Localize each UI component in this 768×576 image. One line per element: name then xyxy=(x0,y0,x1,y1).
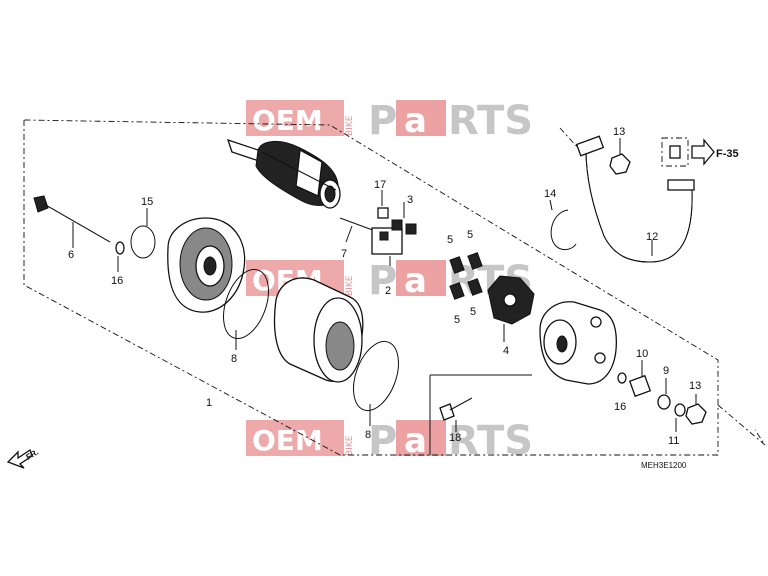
callout-5-b: 5 xyxy=(467,229,473,241)
callout-3: 3 xyxy=(407,194,413,206)
diagram-code: MEH3E1200 xyxy=(641,461,687,470)
brush-springs xyxy=(449,252,483,300)
yoke-housing xyxy=(273,277,364,383)
callout-5-c: 5 xyxy=(470,306,476,318)
callout-18: 18 xyxy=(449,432,461,444)
watermark-bottom: OEM BIKE P a RTS xyxy=(246,418,533,464)
nut-13-lower xyxy=(685,394,707,425)
front-cover xyxy=(167,217,246,313)
starter-cable-12 xyxy=(575,135,695,263)
washer-16-left xyxy=(115,241,125,255)
callout-12: 12 xyxy=(646,231,658,243)
washer-9 xyxy=(657,378,671,410)
watermark-bike: BIKE xyxy=(345,435,355,456)
front-direction-arrow xyxy=(6,448,33,469)
callout-16-a: 16 xyxy=(111,275,123,287)
watermark-bike: BIKE xyxy=(345,275,355,296)
callout-16-b: 16 xyxy=(614,401,626,413)
callout-13-a: 13 xyxy=(613,126,625,138)
watermark-p: P xyxy=(368,258,397,304)
reference-label-f35: F-35 xyxy=(716,148,739,160)
armature xyxy=(226,138,341,209)
terminal-insulator-10 xyxy=(628,360,652,398)
washer-11 xyxy=(674,403,686,432)
watermark-a: a xyxy=(404,101,427,141)
callout-8-a: 8 xyxy=(231,353,237,365)
watermark-oem: OEM xyxy=(252,104,323,137)
o-ring-8-right xyxy=(353,340,399,412)
callout-5-d: 5 xyxy=(454,314,460,326)
watermark-oem: OEM xyxy=(252,424,323,457)
watermark-p: P xyxy=(368,418,397,464)
bolt-box-ref xyxy=(661,137,689,167)
callout-4: 4 xyxy=(503,345,509,357)
watermark-rts: RTS xyxy=(448,98,533,144)
callout-1: 1 xyxy=(206,397,212,409)
brush-holder xyxy=(339,190,417,266)
callout-10: 10 xyxy=(636,348,648,360)
callout-9: 9 xyxy=(663,365,669,377)
watermark-a: a xyxy=(404,421,427,461)
brush-plate-4 xyxy=(487,275,535,342)
callout-11: 11 xyxy=(668,435,679,447)
watermark-top: OEM BIKE P a RTS xyxy=(246,98,533,144)
callout-2: 2 xyxy=(385,285,391,297)
callout-5-a: 5 xyxy=(447,234,453,246)
bolt-18 xyxy=(439,397,473,432)
o-ring-15 xyxy=(130,225,156,259)
callout-13-b: 13 xyxy=(689,380,701,392)
watermark-rts: RTS xyxy=(448,418,533,464)
assembly-outline xyxy=(23,119,766,456)
callout-6: 6 xyxy=(68,249,74,261)
cable-clip-14 xyxy=(549,199,577,251)
rear-cover xyxy=(539,301,618,385)
callout-8-b: 8 xyxy=(365,429,371,441)
front-label: FR. xyxy=(25,447,41,461)
callout-17: 17 xyxy=(374,179,386,191)
o-ring-8-left xyxy=(223,268,269,340)
callout-7: 7 xyxy=(341,248,347,260)
reference-arrow-f35 xyxy=(691,138,715,166)
watermark-p: P xyxy=(368,98,397,144)
bolt-6 xyxy=(33,195,111,248)
watermark-a: a xyxy=(404,261,427,301)
callout-14: 14 xyxy=(544,188,556,200)
callout-15: 15 xyxy=(141,196,153,208)
washer-16-right xyxy=(617,372,627,384)
watermark-bike: BIKE xyxy=(345,115,355,136)
nut-13-upper xyxy=(609,138,631,175)
